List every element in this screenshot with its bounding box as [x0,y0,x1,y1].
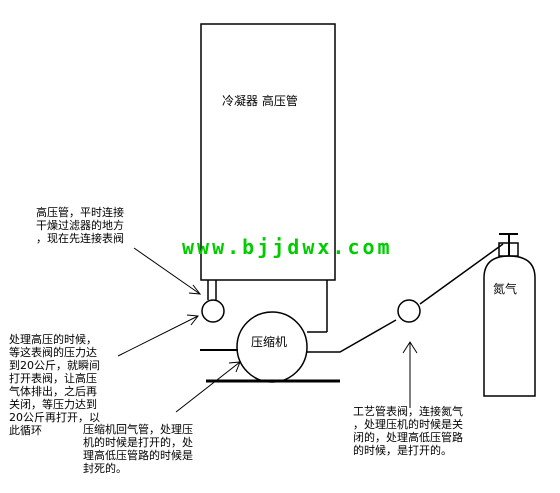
watermark: www.bjjdwx.com [182,235,393,259]
process-pipe [307,319,397,353]
note-process-valve: 工艺管表阀，连接氮气 ，处理压机的时候是关 闭的，处理高低压管路 的时候，是打开… [353,405,463,457]
process-valve [397,299,421,323]
arrow-high-pressure-pipe [133,247,201,295]
note-high-pressure-pipe: 高压管，平时连接 干燥过滤器的地方 ，现在先连接表阀 [36,206,124,245]
condenser-label: 冷凝器 高压管 [222,94,298,108]
nitrogen-bottle [483,255,536,397]
note-return-pipe: 压缩机回气管，处理压 机的时候是打开的，处 理高低压管路的时候是 封死的。 [83,423,193,475]
high-pressure-valve [201,299,225,323]
nitrogen-hose [419,243,504,305]
arrow-head-4 [402,341,418,354]
condenser-box [200,23,336,281]
arrow-return-pipe [175,361,241,413]
arrow-head-1 [188,284,202,295]
arrow-high-pressure-process [117,315,199,357]
nitrogen-label: 氮气 [493,282,518,296]
arrow-head-2 [186,314,199,326]
note-high-pressure-process: 处理高压的时候， 等这表阀的压力达 到20公斤，就瞬间 打开表阀，让高压 气体排… [9,333,100,437]
arrow-head-3 [228,361,241,373]
compressor-label: 压缩机 [251,335,288,349]
